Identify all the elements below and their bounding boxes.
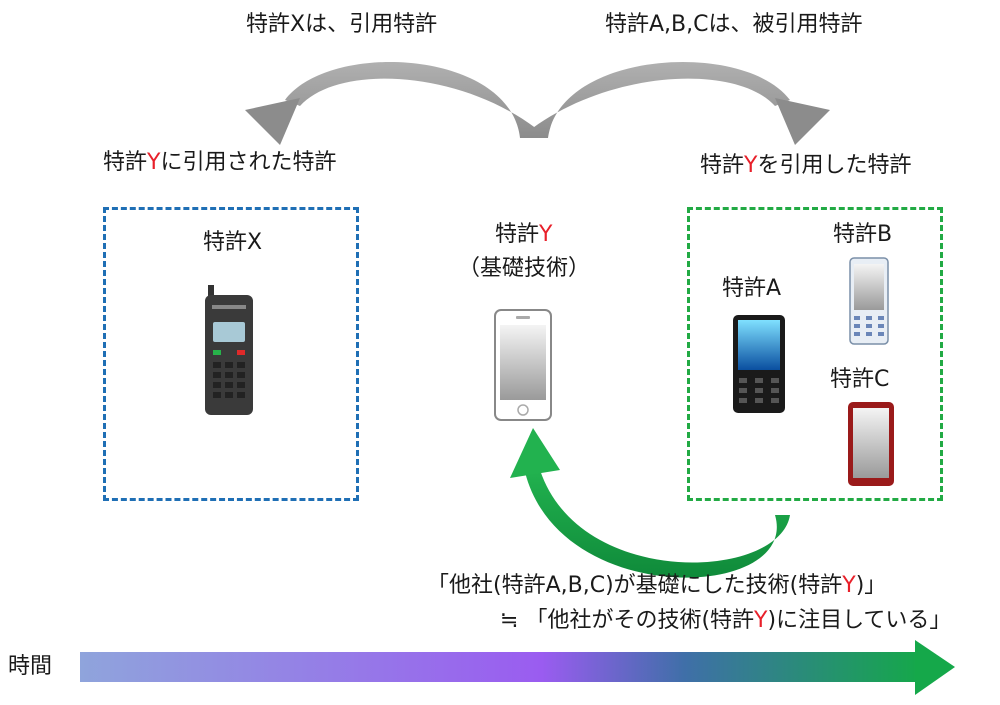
timeline-label: 時間: [8, 654, 53, 679]
patent-b-label: 特許B: [833, 222, 893, 247]
explanation-line-2: ≒ 「他社がその技術(特許Y)に注目している」: [500, 608, 952, 633]
left-cited-box: [103, 207, 359, 501]
gray-arrow-right-head: [775, 98, 830, 145]
right-top-caption: 特許A,B,Cは、被引用特許: [605, 12, 863, 37]
patent-y-subtitle: （基礎技術）: [458, 256, 591, 281]
left-group-heading: 特許Yに引用された特許: [103, 150, 337, 175]
gray-arrow-left: [285, 62, 548, 138]
patent-x-label: 特許X: [203, 230, 263, 255]
explanation-line-1: 「他社(特許A,B,C)が基礎にした技術(特許Y)」: [427, 573, 887, 598]
right-citing-box: [687, 207, 943, 501]
patent-c-label: 特許C: [830, 367, 890, 392]
patent-y-title: 特許Y: [495, 222, 553, 247]
gray-arrow-right: [520, 62, 790, 138]
green-arrow: [525, 470, 790, 578]
right-group-heading: 特許Yを引用した特許: [700, 153, 912, 178]
timeline-head: [915, 640, 955, 695]
left-top-caption: 特許Xは、引用特許: [246, 12, 438, 37]
green-arrow-head: [510, 428, 560, 478]
timeline-bar: [80, 652, 920, 682]
patent-a-label: 特許A: [722, 276, 782, 301]
gray-arrow-left-head: [245, 98, 300, 145]
